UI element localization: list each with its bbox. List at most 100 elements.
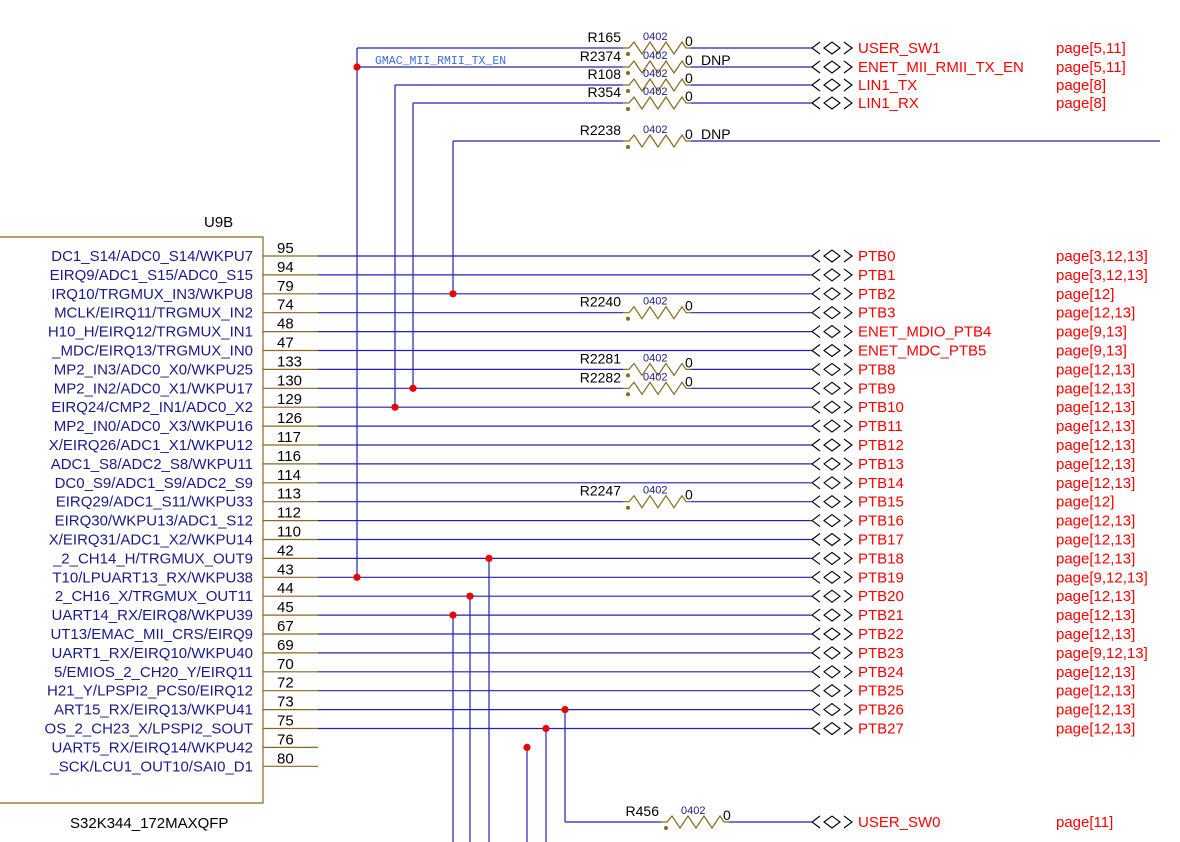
net-label: PTB9 — [858, 380, 896, 397]
resistor-value: 0 — [723, 807, 731, 823]
resistor-pin1-mark — [626, 505, 630, 510]
pin-number: 112 — [277, 505, 301, 522]
pin-number: 79 — [277, 278, 294, 295]
net-label: PTB12 — [858, 437, 904, 454]
offpage-connector — [811, 287, 853, 301]
pin-function-label: _MDC/EIRQ13/TRGMUX_IN0 — [51, 343, 253, 360]
net-label: PTB11 — [858, 418, 903, 435]
pin-number: 69 — [277, 637, 294, 654]
pin-number: 126 — [277, 410, 302, 427]
resistor-symbol — [661, 814, 729, 830]
resistor-symbol — [623, 40, 691, 56]
pin-number: 72 — [277, 675, 294, 692]
offpage-connector — [811, 721, 853, 736]
resistor-package: 0402 — [643, 296, 667, 308]
net-label: PTB26 — [858, 702, 904, 719]
pin-number: 94 — [277, 259, 294, 276]
pin-number: 47 — [277, 335, 294, 352]
junction-dot — [466, 592, 474, 600]
resistor-pin1-mark — [626, 392, 630, 397]
resistor-symbol — [623, 362, 691, 377]
junction-dot — [561, 706, 569, 714]
resistor-value: 0 — [685, 52, 693, 68]
page-reference: page[5,11] — [1056, 40, 1126, 57]
resistor-pin1-mark — [626, 89, 630, 93]
offpage-connector — [811, 476, 853, 490]
resistor-symbol — [623, 305, 691, 320]
net-label: ENET_MDIO_PTB4 — [858, 324, 991, 341]
resistor-ref: R354 — [588, 84, 622, 100]
page-reference: page[12,13] — [1056, 437, 1135, 454]
junction-group — [353, 63, 569, 752]
net-label: ENET_MDC_PTB5 — [858, 343, 986, 360]
resistor-ref: R2238 — [580, 122, 621, 138]
offpage-connector — [811, 646, 853, 660]
resistor-package: 0402 — [643, 86, 667, 98]
offpage-connector — [811, 343, 853, 358]
net-label: PTB22 — [858, 626, 904, 643]
resistor-pin1-mark — [626, 107, 630, 111]
page-reference: page[12,13] — [1056, 550, 1135, 567]
junction-dot — [449, 611, 457, 619]
resistor-symbol — [623, 95, 691, 111]
pin-function-label: MP2_IN2/ADC0_X1/WKPU17 — [54, 380, 253, 397]
page-reference: page[8] — [1056, 77, 1106, 94]
resistor-value: 0 — [685, 487, 693, 503]
page-reference: page[9,13] — [1056, 324, 1127, 341]
resistor-ref: R165 — [588, 29, 622, 45]
net-label: PTB17 — [858, 532, 904, 549]
net-label: PTB1 — [858, 267, 896, 284]
offpage-connector — [811, 513, 853, 528]
offpage-connector — [811, 324, 853, 339]
junction-dot — [542, 724, 550, 733]
wire-group — [318, 47, 1160, 842]
resistor-package: 0402 — [681, 805, 705, 817]
offpage-connector — [811, 665, 853, 679]
net-label: PTB19 — [858, 569, 904, 586]
net-label: PTB27 — [858, 721, 904, 738]
page-reference: page[8] — [1056, 95, 1106, 112]
pin-function-label: UART1_RX/EIRQ10/WKPU40 — [52, 645, 253, 662]
page-reference: page[9,12,13] — [1056, 569, 1148, 586]
offpage-connector — [811, 589, 853, 603]
pin-number: 80 — [277, 750, 294, 767]
page-reference: page[9,12,13] — [1056, 645, 1148, 662]
pin-number: 44 — [277, 580, 294, 597]
pin-function-label: 2_CH16_X/TRGMUX_OUT11 — [55, 588, 253, 605]
offpage-connector — [811, 684, 853, 698]
resistor-symbol — [623, 381, 691, 396]
net-label: PTB10 — [858, 399, 904, 416]
net-label: PTB2 — [858, 286, 896, 303]
offpage-connector — [811, 249, 853, 263]
pin-function-label: H21_Y/LPSPI2_PCS0/EIRQ12 — [47, 683, 253, 700]
offpage-connector — [811, 815, 853, 829]
pin-number: 113 — [277, 486, 301, 503]
offpage-connector — [811, 570, 853, 584]
resistor-symbol — [623, 133, 691, 149]
page-reference: page[12,13] — [1056, 588, 1135, 605]
junction-dot — [449, 290, 457, 298]
pin-number: 48 — [277, 316, 294, 333]
offpage-connector — [811, 362, 853, 377]
pin-function-label: ADC1_S8/ADC2_S8/WKPU11 — [51, 456, 253, 473]
net-label: LIN1_TX — [858, 77, 917, 94]
pin-number: 110 — [277, 524, 301, 541]
resistor-symbol — [623, 77, 691, 93]
junction-dot — [353, 573, 361, 581]
page-reference: page[12,13] — [1056, 475, 1135, 492]
pin-number: 95 — [277, 240, 294, 257]
offpage-connector — [811, 78, 853, 92]
resistor-pin1-mark — [626, 316, 630, 321]
offpage-connector — [811, 268, 853, 282]
offpage-connector — [811, 41, 853, 55]
resistor-ref: R2247 — [580, 483, 621, 499]
offpage-connector — [811, 419, 853, 433]
page-reference: page[3,12,13] — [1056, 248, 1148, 265]
pin-function-label: EIRQ30/WKPU13/ADC1_S12 — [55, 513, 253, 530]
resistor-pin1-mark — [626, 71, 630, 75]
pin-function-label: IRQ10/TRGMUX_IN3/WKPU8 — [51, 286, 253, 303]
pin-function-label: EIRQ24/CMP2_IN1/ADC0_X2 — [51, 399, 253, 416]
net-label: PTB24 — [858, 664, 904, 681]
